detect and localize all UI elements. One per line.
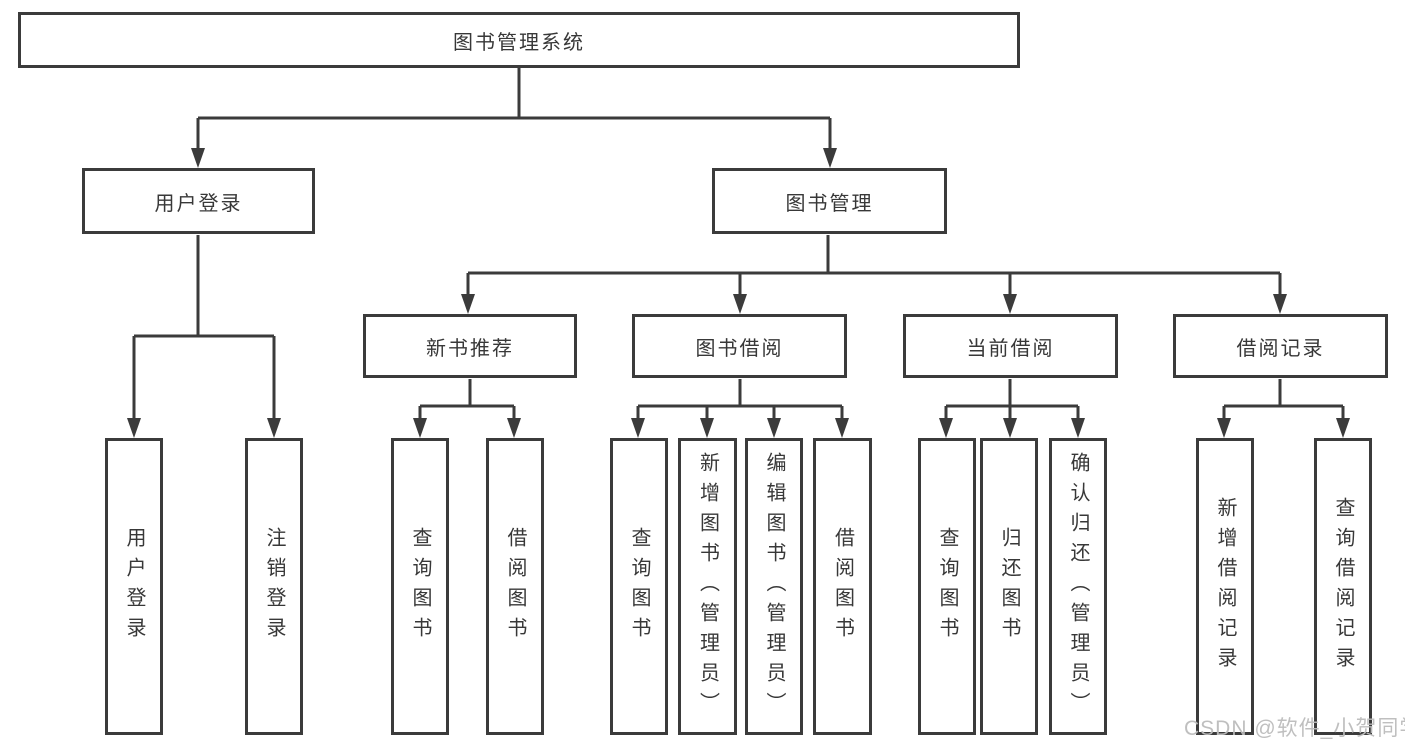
node-library-management-system: 图书管理系统 (18, 12, 1020, 68)
leaf-query-books-recommend: 查询图书 (391, 438, 449, 735)
node-new-book-recommendation: 新书推荐 (363, 314, 577, 378)
leaf-label: 用户登录 (123, 526, 145, 647)
node-current-borrowing: 当前借阅 (903, 314, 1118, 378)
leaf-label: 注销登录 (263, 526, 285, 647)
leaf-label: 查询图书 (628, 526, 650, 647)
node-label: 当前借阅 (966, 337, 1055, 360)
leaf-query-books-borrowing: 查询图书 (610, 438, 668, 735)
node-label: 图书借阅 (695, 337, 784, 360)
node-label: 用户登录 (154, 192, 243, 215)
leaf-borrow-books-borrowing: 借阅图书 (813, 438, 872, 735)
leaf-logout: 注销登录 (245, 438, 303, 735)
leaf-label: 归还图书 (998, 526, 1020, 647)
node-borrowing-records: 借阅记录 (1173, 314, 1388, 378)
node-label: 借阅记录 (1236, 337, 1325, 360)
leaf-label: 借阅图书 (831, 526, 854, 647)
leaf-borrow-books-recommend: 借阅图书 (486, 438, 544, 735)
node-label: 图书管理 (785, 192, 874, 215)
leaf-return-books: 归还图书 (980, 438, 1038, 735)
leaf-label: 查询图书 (936, 526, 958, 647)
leaf-add-borrow-record: 新增借阅记录 (1196, 438, 1254, 735)
leaf-label: 编辑图书（管理员） (763, 451, 785, 722)
node-book-management: 图书管理 (712, 168, 947, 234)
leaf-label: 新增借阅记录 (1214, 496, 1236, 677)
leaf-add-books-admin: 新增图书（管理员） (678, 438, 737, 735)
leaf-label: 查询借阅记录 (1332, 496, 1354, 677)
leaf-label: 新增图书（管理员） (696, 451, 719, 722)
node-user-login: 用户登录 (82, 168, 315, 234)
leaf-query-borrow-record: 查询借阅记录 (1314, 438, 1372, 735)
leaf-confirm-return-admin: 确认归还（管理员） (1049, 438, 1107, 735)
leaf-query-books-current: 查询图书 (918, 438, 976, 735)
node-label: 图书管理系统 (453, 31, 585, 54)
leaf-user-login: 用户登录 (105, 438, 163, 735)
csdn-watermark: CSDN @软件_小贺同学 (1184, 717, 1405, 740)
leaf-label: 借阅图书 (504, 526, 526, 647)
leaf-label: 查询图书 (409, 526, 431, 647)
arrowheads (127, 148, 1350, 438)
leaf-edit-books-admin: 编辑图书（管理员） (745, 438, 803, 735)
leaf-label: 确认归还（管理员） (1067, 451, 1089, 722)
node-book-borrowing: 图书借阅 (632, 314, 847, 378)
node-label: 新书推荐 (426, 337, 514, 360)
